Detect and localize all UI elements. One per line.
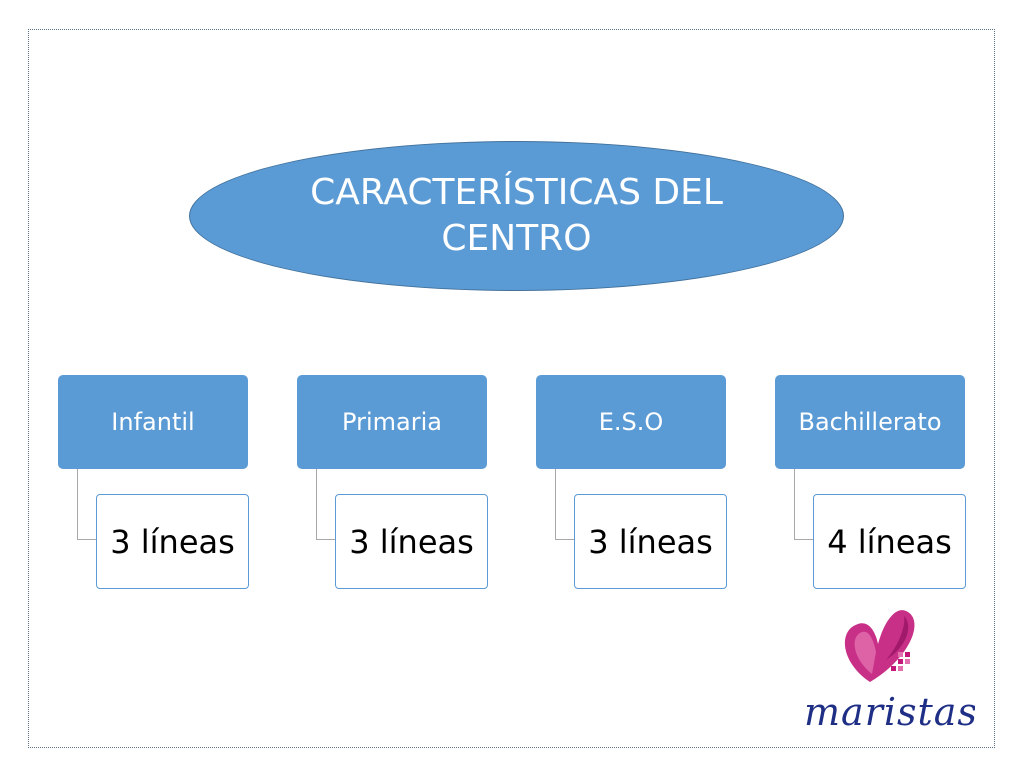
heading-box: Infantil: [58, 375, 248, 469]
column-bachillerato: Bachillerato 4 líneas: [775, 375, 970, 595]
logo-wordmark: maristas: [804, 690, 975, 734]
column-primaria: Primaria 3 líneas: [297, 375, 492, 595]
connector-line: [77, 469, 97, 540]
connector-line: [555, 469, 575, 540]
connector-line: [316, 469, 336, 540]
title-ellipse: CARACTERÍSTICAS DEL CENTRO: [189, 141, 844, 291]
heading-box: Primaria: [297, 375, 487, 469]
detail-box: 3 líneas: [335, 494, 488, 589]
heading-box: E.S.O: [536, 375, 726, 469]
detail-box: 3 líneas: [96, 494, 249, 589]
maristas-logo: maristas: [804, 610, 975, 734]
connector-line: [794, 469, 814, 540]
detail-box: 3 líneas: [574, 494, 727, 589]
heading-box: Bachillerato: [775, 375, 965, 469]
column-infantil: Infantil 3 líneas: [58, 375, 253, 595]
column-eso: E.S.O 3 líneas: [536, 375, 731, 595]
detail-box: 4 líneas: [813, 494, 966, 589]
slide-frame: [28, 29, 995, 748]
diagram-title: CARACTERÍSTICAS DEL CENTRO: [310, 172, 723, 259]
